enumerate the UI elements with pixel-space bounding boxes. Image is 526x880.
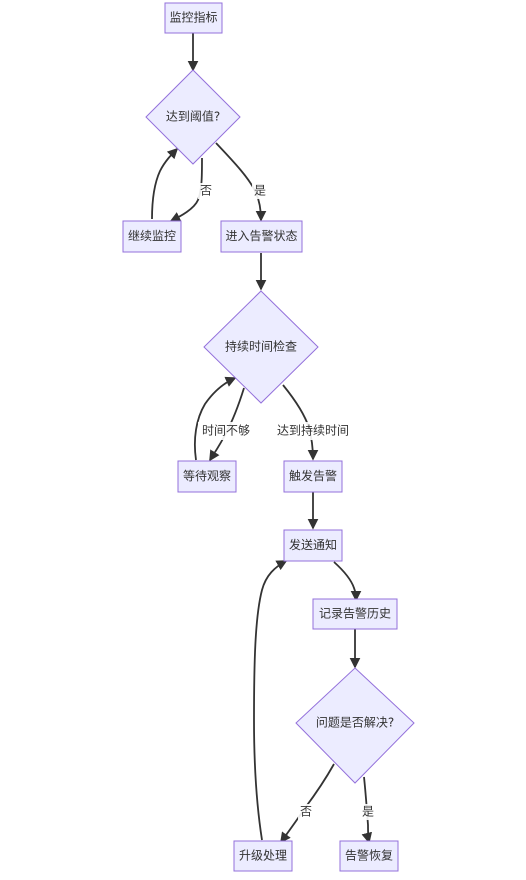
node-monitor: 监控指标 [164, 2, 223, 34]
node-send-notice-box [283, 529, 343, 562]
node-enter-alert-box [220, 220, 303, 253]
edge-escalate-back-to-send-notice [253, 560, 288, 841]
edge-resolved-to-recover [361, 776, 373, 844]
edge-label-threshold-no: 否 [200, 184, 212, 198]
edge-label-resolved-yes: 是 [362, 805, 374, 819]
edge-send-notice-to-record-history [333, 561, 362, 602]
edge-labels: 否 是 时间不够 达到持续时间 否 是 [198, 183, 376, 820]
node-resolved-label: 问题是否解决? [316, 716, 394, 730]
node-escalate-label: 升级处理 [239, 849, 287, 863]
node-threshold-label: 达到阈值? [166, 109, 220, 124]
node-record-history: 记录告警历史 [312, 598, 398, 630]
node-trigger-alert: 触发告警 [283, 460, 343, 493]
node-duration-check: 持续时间检查 [203, 290, 319, 404]
edge-label-bg-resolved-no [298, 804, 314, 820]
edge-resolved-to-escalate [280, 763, 335, 844]
edge-wait-observe-back-to-duration-check [193, 376, 237, 461]
node-wait-observe-label: 等待观察 [183, 469, 231, 483]
edge-threshold-to-enter-alert [215, 142, 267, 222]
edge-keep-monitoring-back-to-threshold [151, 147, 179, 220]
node-send-notice: 发送通知 [283, 529, 343, 562]
node-recover-label: 告警恢复 [345, 848, 393, 863]
node-recover-box [339, 840, 399, 872]
edge-label-bg-duration-short [198, 422, 254, 440]
node-monitor-label: 监控指标 [169, 10, 217, 25]
edge-label-bg-threshold-no [198, 183, 214, 199]
node-resolved: 问题是否解决? [295, 667, 415, 784]
node-wait-observe-box [177, 460, 237, 493]
node-wait-observe: 等待观察 [177, 460, 237, 493]
node-resolved-diamond [295, 667, 415, 784]
node-duration-check-label: 持续时间检查 [225, 339, 297, 354]
node-threshold: 达到阈值? [145, 69, 241, 165]
edge-label-resolved-no: 否 [300, 805, 312, 819]
node-duration-check-diamond [203, 290, 319, 404]
node-escalate-box [233, 840, 293, 872]
node-enter-alert-label: 进入告警状态 [225, 228, 297, 243]
node-send-notice-label: 发送通知 [289, 537, 337, 552]
edge-label-bg-duration-reached [274, 422, 352, 440]
node-recover: 告警恢复 [339, 840, 399, 872]
edge-threshold-to-keep-monitoring [169, 157, 203, 222]
edge-label-duration-reached: 达到持续时间 [277, 423, 349, 438]
node-record-history-label: 记录告警历史 [319, 606, 391, 621]
node-record-history-box [312, 598, 398, 630]
node-threshold-diamond [145, 69, 241, 165]
node-monitor-box [164, 2, 223, 34]
edge-label-threshold-yes: 是 [254, 184, 266, 198]
nodes: 监控指标 达到阈值? 继续监控 进入告警状态 持续时间检查 等待观察 触发告警 [122, 2, 415, 872]
edge-label-duration-short: 时间不够 [202, 424, 250, 438]
edge-label-bg-threshold-yes [252, 183, 268, 199]
edge-label-bg-resolved-yes [360, 804, 376, 820]
node-escalate: 升级处理 [233, 840, 293, 872]
node-keep-monitoring-box [122, 220, 182, 253]
node-keep-monitoring-label: 继续监控 [128, 229, 176, 243]
node-keep-monitoring: 继续监控 [122, 220, 182, 253]
node-trigger-alert-box [283, 460, 343, 493]
node-trigger-alert-label: 触发告警 [289, 468, 337, 483]
node-enter-alert: 进入告警状态 [220, 220, 303, 253]
